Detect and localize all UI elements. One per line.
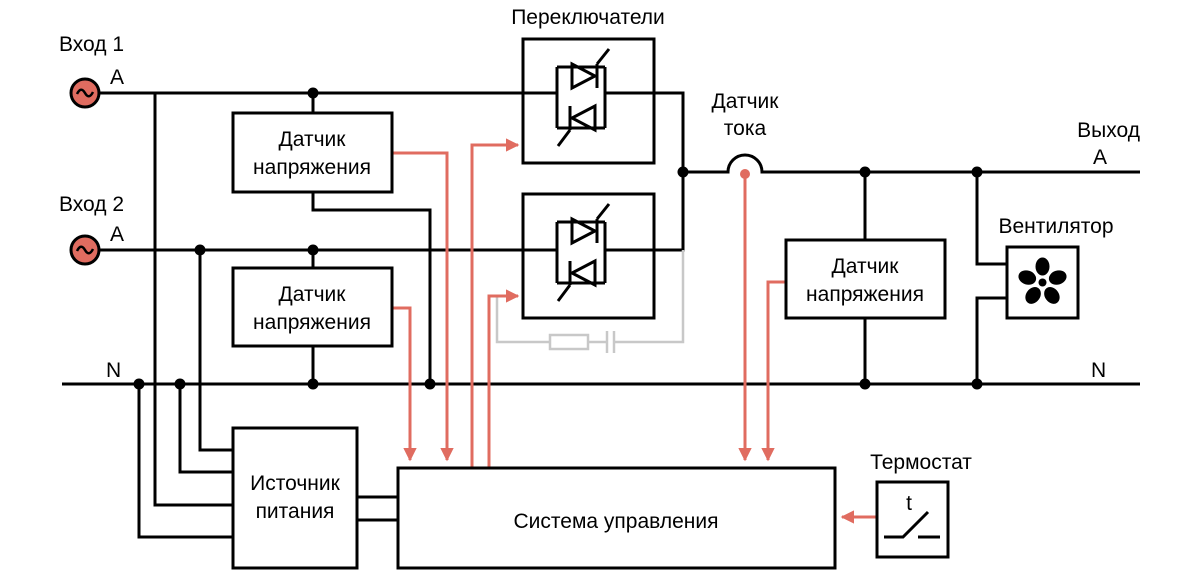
input-1-label: Вход 1 [59, 33, 124, 56]
power-supply: Источник питания [231, 426, 359, 570]
power-wires [62, 91, 1140, 539]
control-system: Система управления [396, 466, 837, 570]
current-sensor-label-2: тока [724, 117, 767, 140]
voltage-sensor-2: Датчик напряжения [231, 266, 394, 348]
junction-dots [133, 87, 983, 390]
voltage-sensor-3-line1: Датчик [832, 255, 900, 278]
control-system-label: Система управления [514, 510, 719, 533]
voltage-sensor-2-line1: Датчик [279, 283, 347, 306]
signal-lines [392, 138, 877, 524]
fan-icon [1018, 257, 1067, 304]
voltage-sensor-3-line2: напряжения [806, 283, 924, 306]
voltage-sensor-3: Датчик напряжения [784, 238, 947, 320]
input-2-label: Вход 2 [59, 193, 124, 216]
switch-1 [521, 37, 656, 165]
ac-source-1 [69, 77, 101, 109]
switches-label: Переключатели [511, 6, 665, 29]
neutral-left-label: N [106, 359, 121, 382]
fan-label: Вентилятор [999, 215, 1114, 238]
phase-a-input-1: A [110, 66, 124, 89]
bypass-path [495, 250, 685, 353]
voltage-sensor-1-line2: напряжения [253, 156, 371, 179]
labels: Вход 1 A Вход 2 A N N Переключатели Датч… [59, 6, 1140, 474]
switch-2 [521, 192, 656, 320]
ac-source-2 [69, 234, 101, 266]
thermostat: t [875, 480, 950, 559]
voltage-sensor-1-line1: Датчик [279, 128, 347, 151]
current-sensor-label-1: Датчик [712, 90, 780, 113]
power-supply-line1: Источник [250, 472, 340, 495]
voltage-sensor-2-line2: напряжения [253, 311, 371, 334]
phase-a-input-2: A [110, 223, 124, 246]
thermostat-label: Термостат [870, 451, 972, 474]
voltage-sensor-1: Датчик напряжения [231, 111, 394, 194]
thermostat-symbol: t [906, 492, 912, 515]
neutral-right-label: N [1091, 359, 1106, 382]
power-supply-line2: питания [256, 500, 335, 523]
fan [1005, 245, 1080, 320]
output-label: Выход [1077, 119, 1140, 142]
phase-a-output: A [1093, 146, 1107, 169]
